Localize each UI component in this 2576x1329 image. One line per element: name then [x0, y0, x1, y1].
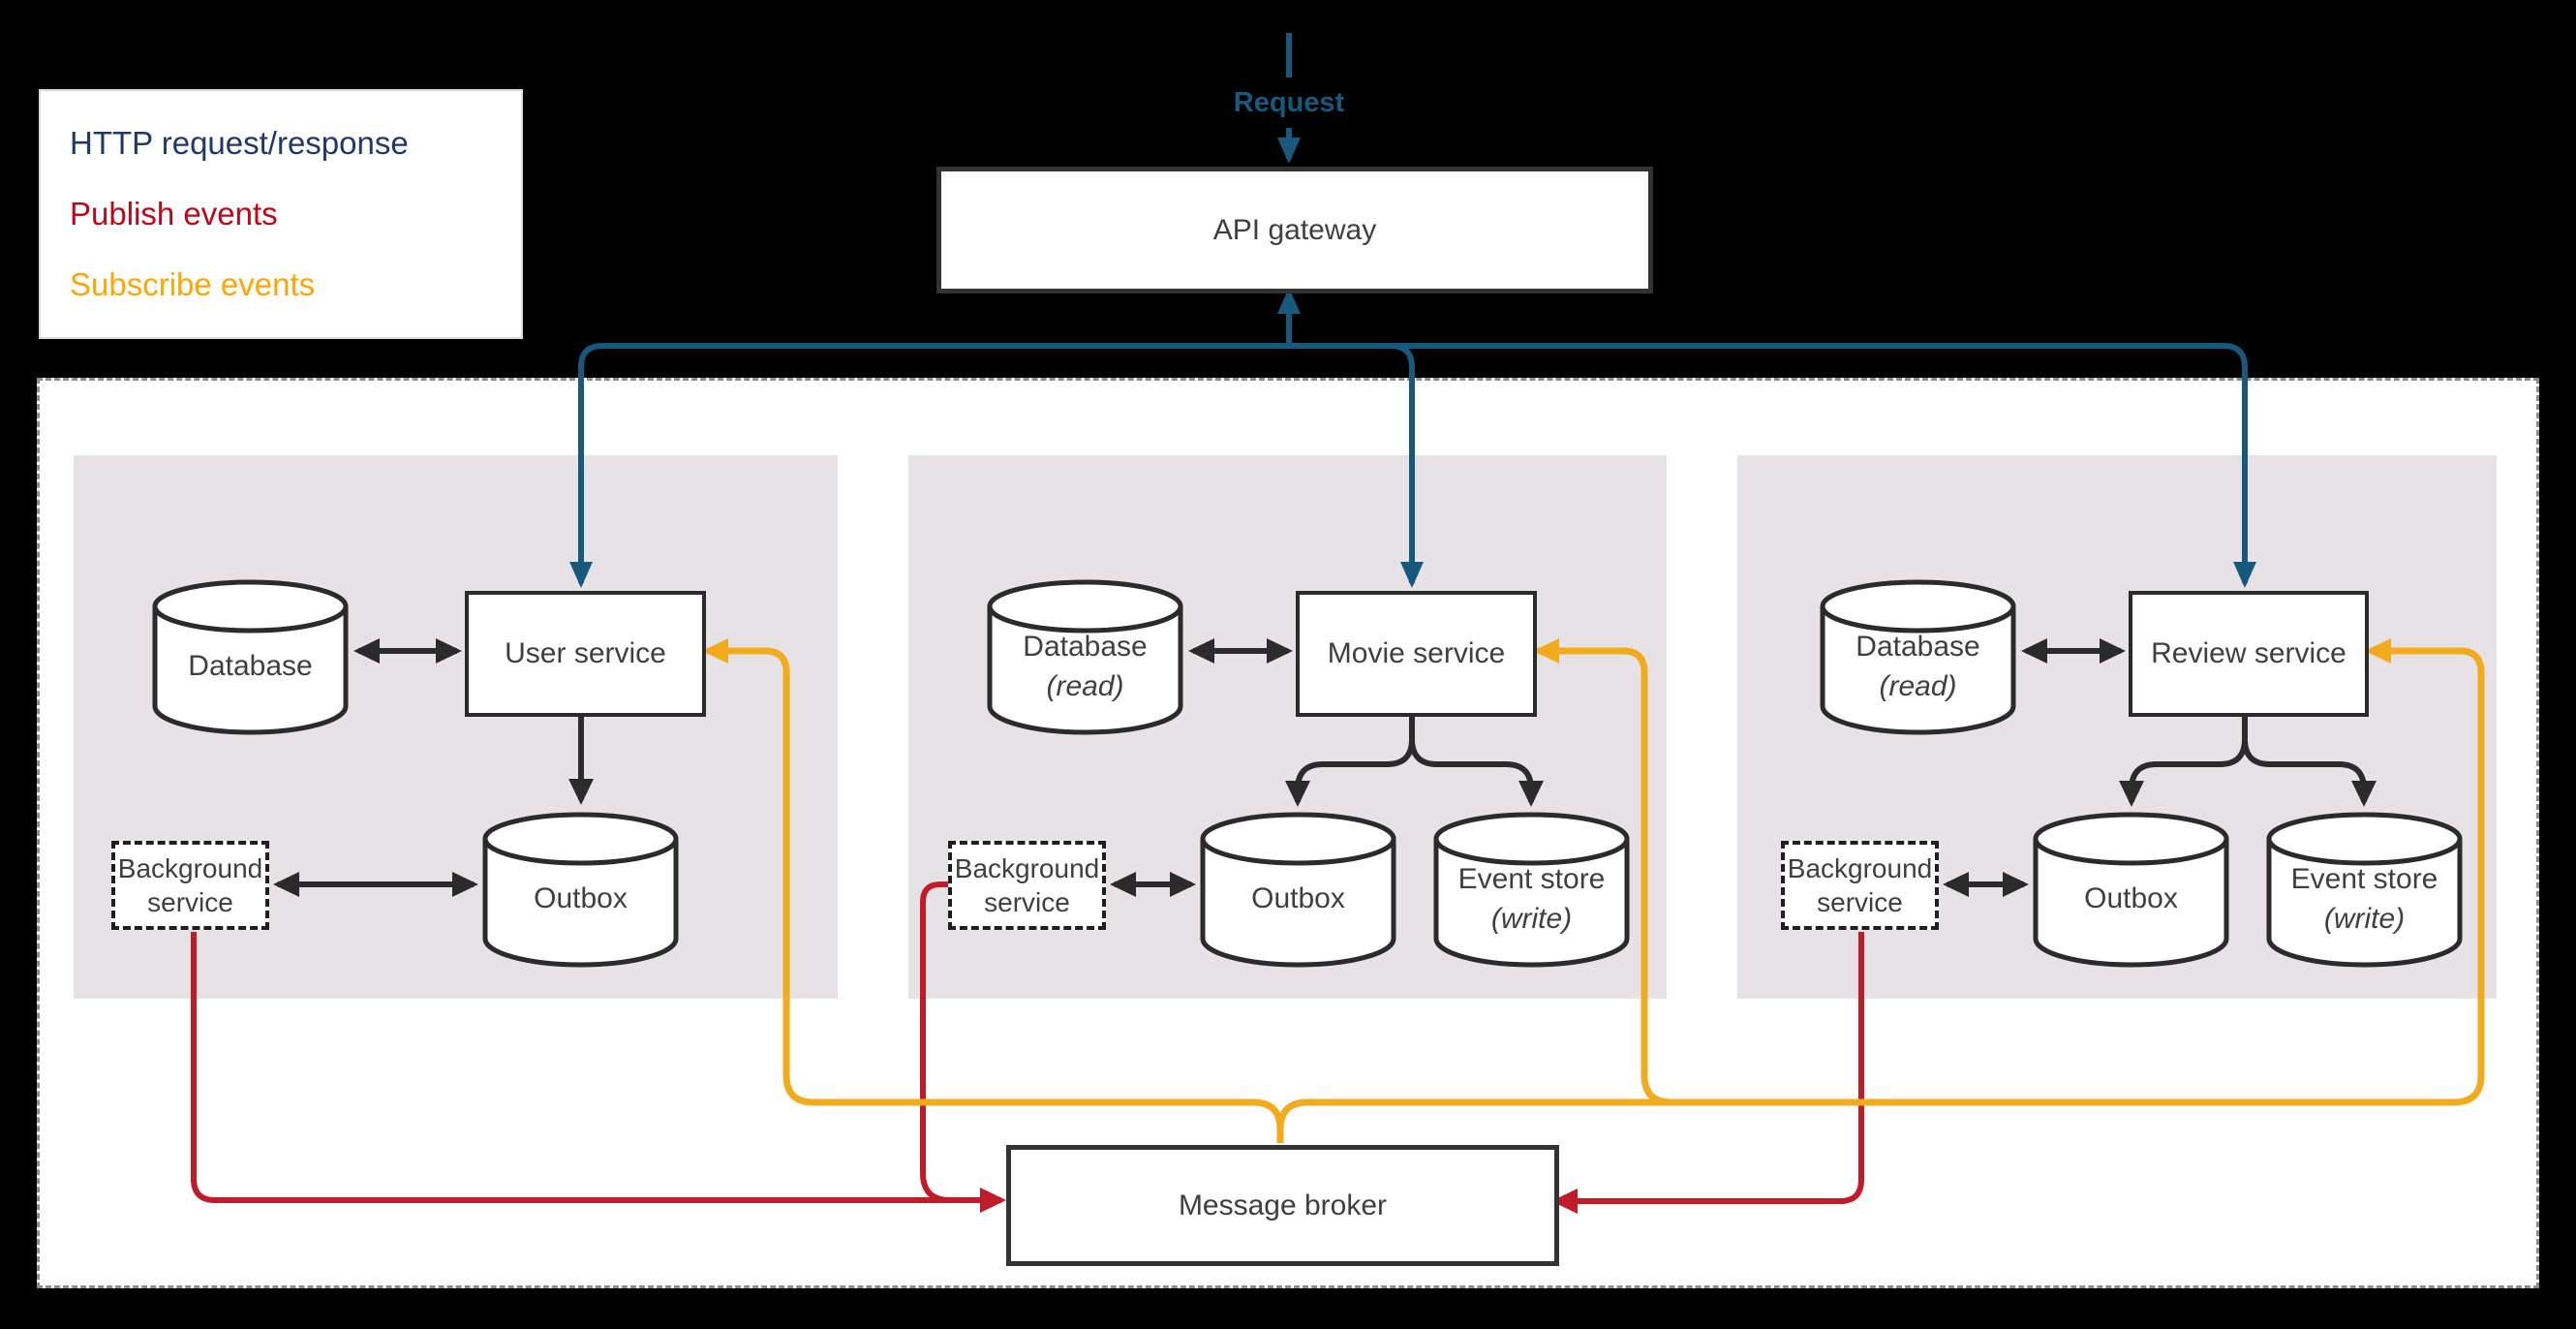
cylinder-body [1433, 839, 1630, 968]
database2-cylinder: Database (read) [986, 577, 1184, 737]
subscribe-arrow-broker-user-service [702, 638, 1284, 1143]
cylinder-body [987, 606, 1183, 735]
legend: HTTP request/response Publish events Sub… [39, 89, 523, 339]
api-gateway-label: API gateway [1212, 213, 1377, 246]
outbox2-cylinder: Outbox [1199, 810, 1397, 970]
cylinder-top [1200, 812, 1396, 866]
event-store3-qualifier: (write) [2323, 902, 2406, 935]
movie-service-box: Movie service [1296, 591, 1537, 717]
legend-item-subscribe: Subscribe events [70, 266, 316, 302]
outbox3-label: Outbox [2084, 882, 2178, 915]
cylinder-body [482, 839, 679, 968]
cylinder-top [482, 812, 679, 866]
database2-label: Database [1023, 631, 1148, 663]
user-service-label: User service [505, 637, 666, 669]
background-service2-box: Background service [948, 841, 1106, 930]
database3-cylinder: Database (read) [1819, 577, 2017, 737]
database1-cylinder: Database [151, 577, 350, 737]
background-service3-label: Background service [1787, 853, 1933, 917]
arrow-movie-service-event-store [1409, 712, 1544, 807]
background-service3-box: Background service [1781, 841, 1939, 930]
request-label: Request [1233, 87, 1345, 118]
event-store2-qualifier: (write) [1490, 902, 1573, 935]
outbox2-label: Outbox [1251, 882, 1345, 915]
outbox1-cylinder: Outbox [481, 810, 680, 970]
subscribe-arrow-broker-review-service [1276, 638, 2485, 1143]
background-service2-label: Background service [954, 853, 1100, 917]
cylinder-body [1820, 606, 2016, 735]
publish-line-background2-broker [920, 881, 988, 1203]
event-store2-label: Event store [1457, 863, 1606, 895]
outbox3-cylinder: Outbox [2032, 810, 2230, 970]
http-arrow-to-movie-service [1289, 343, 1424, 588]
database1-label: Database [188, 650, 313, 683]
cylinder-top [152, 579, 349, 634]
event-store2-cylinder: Event store (write) [1432, 810, 1631, 970]
cylinder-body [2033, 839, 2229, 968]
http-arrow-to-review-service [1289, 343, 2256, 588]
event-store3-label: Event store [2290, 863, 2438, 895]
cylinder-body [152, 606, 349, 735]
arrow-review-service-outbox [2119, 712, 2248, 807]
background-service1-label: Background service [117, 853, 263, 917]
publish-arrow-background1-broker [191, 932, 1006, 1213]
event-store3-cylinder: Event store (write) [2265, 810, 2464, 970]
background-service1-box: Background service [111, 841, 269, 930]
user-service-box: User service [465, 591, 706, 717]
http-arrow-to-user-service [569, 343, 1289, 588]
message-broker-label: Message broker [1178, 1189, 1388, 1221]
cylinder-top [1820, 579, 2016, 634]
cylinder-body [1200, 839, 1396, 968]
cylinder-body [2266, 839, 2463, 968]
cylinder-top [987, 579, 1183, 634]
publish-arrow-background3-broker [1551, 932, 1864, 1214]
cylinder-top [2266, 812, 2463, 866]
arrow-movie-service-outbox [1285, 712, 1415, 807]
database2-qualifier: (read) [1046, 669, 1124, 702]
cylinder-top [1433, 812, 1630, 866]
movie-service-label: Movie service [1327, 637, 1506, 669]
outbox1-label: Outbox [534, 882, 628, 915]
review-service-box: Review service [2129, 591, 2369, 717]
arrow-review-service-event-store [2242, 712, 2377, 807]
database3-label: Database [1855, 631, 1980, 663]
database3-qualifier: (read) [1879, 669, 1957, 702]
cylinder-top [2033, 812, 2229, 866]
legend-item-publish: Publish events [70, 196, 278, 232]
legend-item-http: HTTP request/response [70, 125, 409, 161]
review-service-label: Review service [2151, 637, 2346, 669]
message-broker-box: Message broker [1006, 1145, 1559, 1266]
api-gateway-box: API gateway [936, 167, 1653, 294]
